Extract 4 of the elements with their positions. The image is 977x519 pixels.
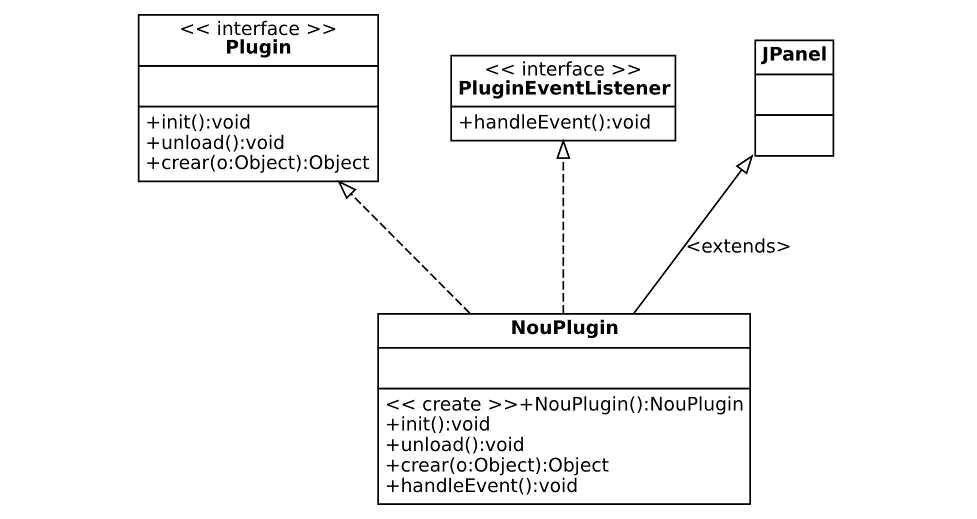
arrow <box>556 138 570 314</box>
edge-label: <extends> <box>685 236 791 258</box>
arrow <box>336 180 470 314</box>
arrow <box>632 154 754 314</box>
